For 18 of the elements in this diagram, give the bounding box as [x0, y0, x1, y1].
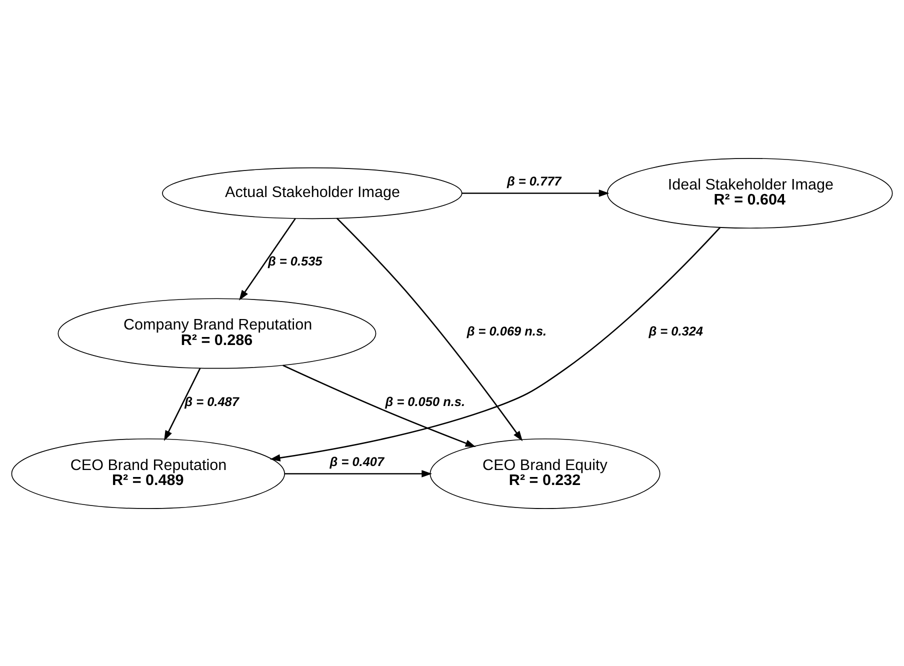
- node-ellipse: CEO Brand Reputation R² = 0.489: [11, 438, 285, 509]
- edge-label: β = 0.535: [268, 253, 322, 268]
- edge-label: β = 0.487: [184, 393, 239, 408]
- edge-label: β = 0.069 n.s.: [466, 323, 547, 338]
- edge-label: β = 0.777: [506, 173, 562, 188]
- node-ellipse: Ideal Stakeholder Image R² = 0.604: [606, 157, 893, 228]
- arrow: [164, 367, 201, 440]
- arrow: [336, 217, 523, 441]
- node-ellipse: Actual Stakeholder Image: [162, 166, 462, 219]
- arrow: [462, 189, 610, 196]
- arrow: [282, 364, 476, 446]
- edge-label: β = 0.407: [330, 454, 384, 469]
- arrow: [239, 218, 296, 300]
- edge-label: β = 0.324: [648, 323, 704, 338]
- edge-label: β = 0.050 n.s.: [385, 393, 466, 408]
- arrow: [284, 470, 432, 477]
- node-ellipse: Company Brand Reputation R² = 0.286: [58, 298, 376, 368]
- arrow: [270, 226, 721, 461]
